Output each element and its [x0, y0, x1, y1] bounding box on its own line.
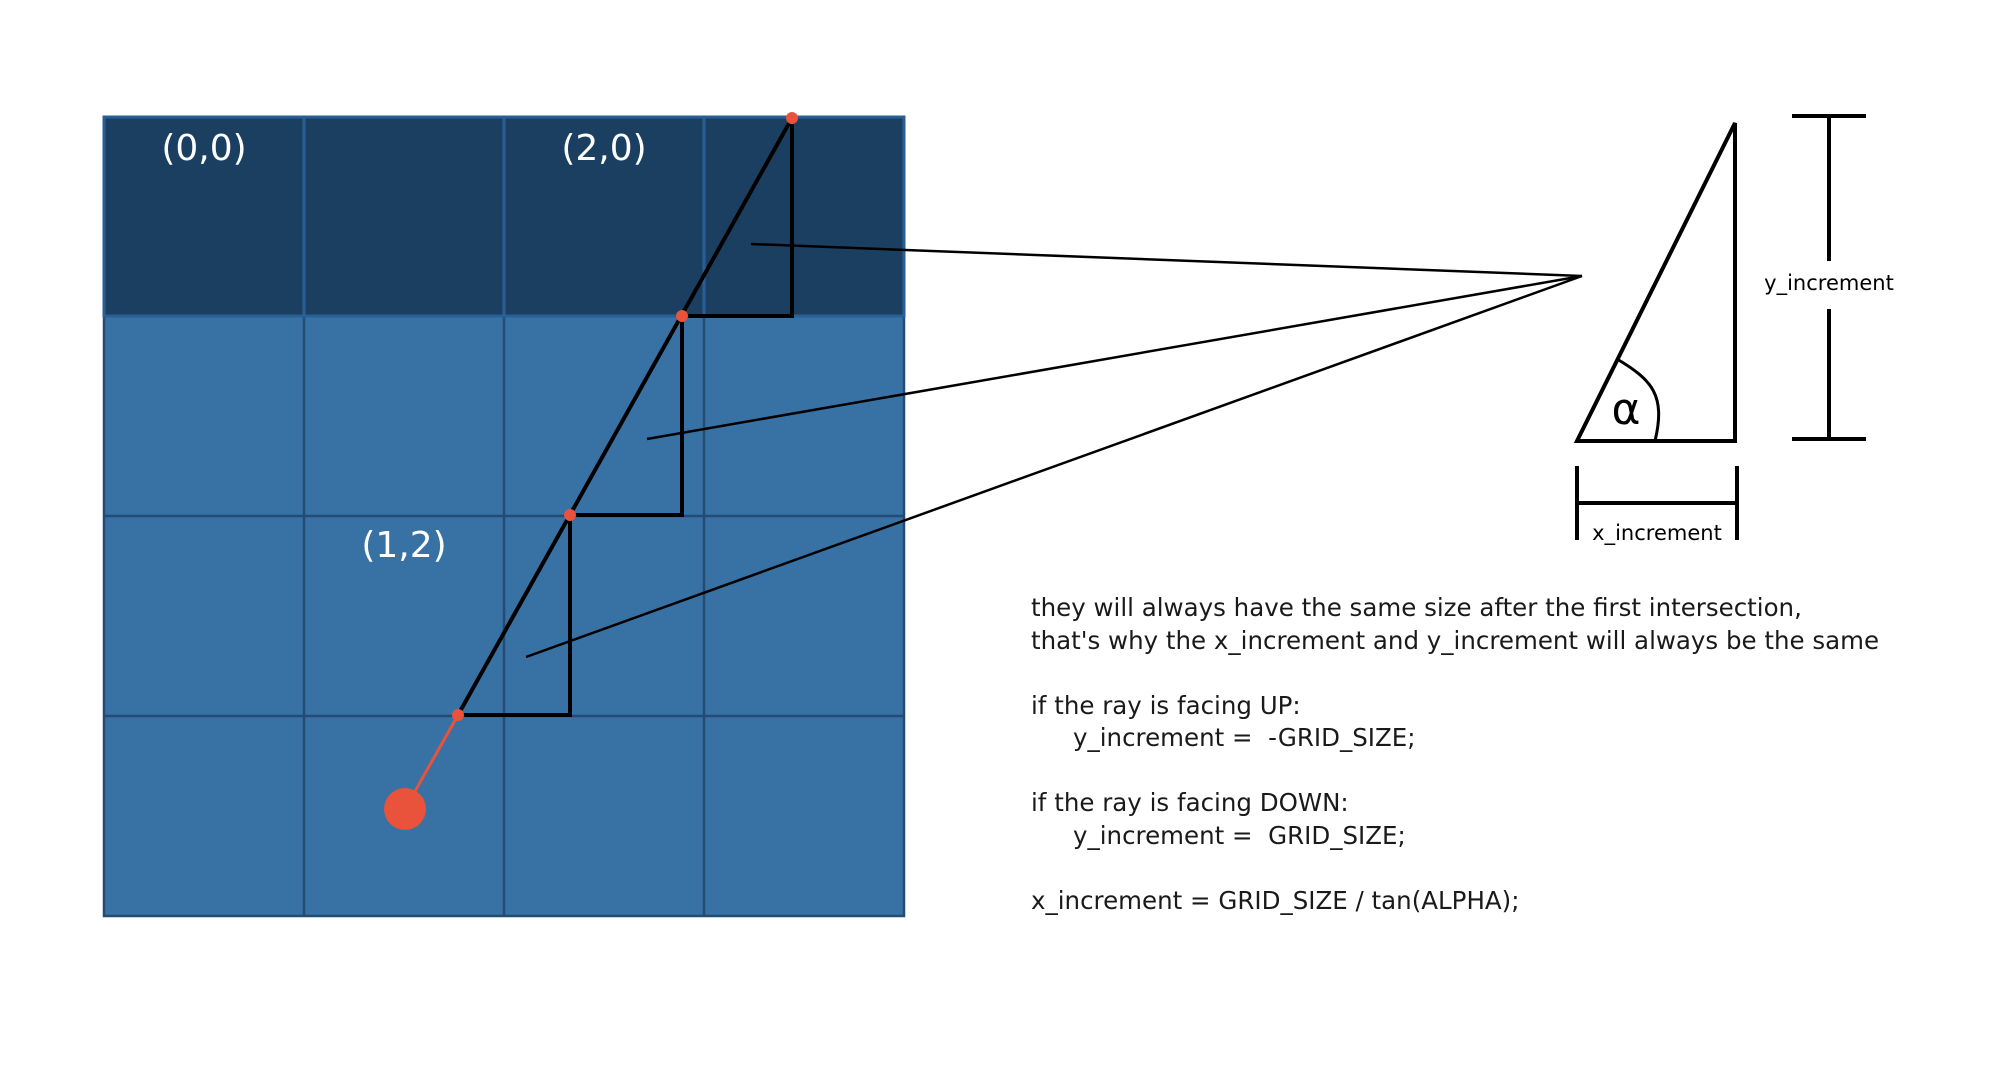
cell-label-1-2: (1,2) [361, 525, 446, 566]
step-triangle-3 [682, 118, 794, 318]
projection-lines [525, 242, 1583, 659]
x-increment-label: x_increment [1592, 521, 1722, 546]
note-down-code: y_increment = GRID_SIZE; [1073, 820, 1406, 850]
step-triangle-2 [570, 316, 684, 517]
projection-line-2 [646, 274, 1583, 441]
note-spacer-2 [1031, 755, 1879, 788]
projection-line-1 [750, 242, 1583, 278]
increment-triangle [1573, 122, 1737, 443]
cell-labels: (0,0) (2,0) (1,2) [161, 128, 646, 566]
tile-grid [102, 115, 906, 918]
note-down-header: if the ray is facing DOWN: [1031, 788, 1349, 817]
note-up-code: y_increment = -GRID_SIZE; [1073, 723, 1416, 752]
intersection-point-3 [676, 310, 688, 322]
cell-label-2-0: (2,0) [561, 128, 646, 169]
note-formula: x_increment = GRID_SIZE / tan(ALPHA); [1031, 885, 1520, 915]
step-triangles [456, 117, 794, 717]
projection-line-3 [525, 274, 1583, 659]
player-dot [384, 788, 426, 830]
intersection-point-2 [564, 509, 576, 521]
cell-label-0-0: (0,0) [161, 128, 246, 169]
step-triangle-1 [458, 515, 572, 717]
ray-path [456, 117, 794, 716]
wall-grid-lines [102, 115, 906, 318]
y-increment-dimension [1792, 114, 1866, 441]
player-ray [384, 112, 798, 830]
angle-alpha-symbol: α [1611, 384, 1640, 435]
intersection-point-4 [786, 112, 798, 124]
note-line-1: they will always have the same size afte… [1031, 593, 1802, 622]
explanation-notes: they will always have the same size afte… [1031, 592, 1879, 917]
note-up-header: if the ray is facing UP: [1031, 690, 1301, 720]
x-increment-dimension [1575, 466, 1739, 540]
note-spacer-3 [1031, 852, 1879, 885]
note-spacer-1 [1031, 657, 1879, 690]
intersection-point-1 [452, 709, 464, 721]
angle-arc [1616, 357, 1661, 442]
note-line-2: that's why the x_increment and y_increme… [1031, 625, 1880, 655]
y-increment-label: y_increment [1764, 271, 1894, 296]
